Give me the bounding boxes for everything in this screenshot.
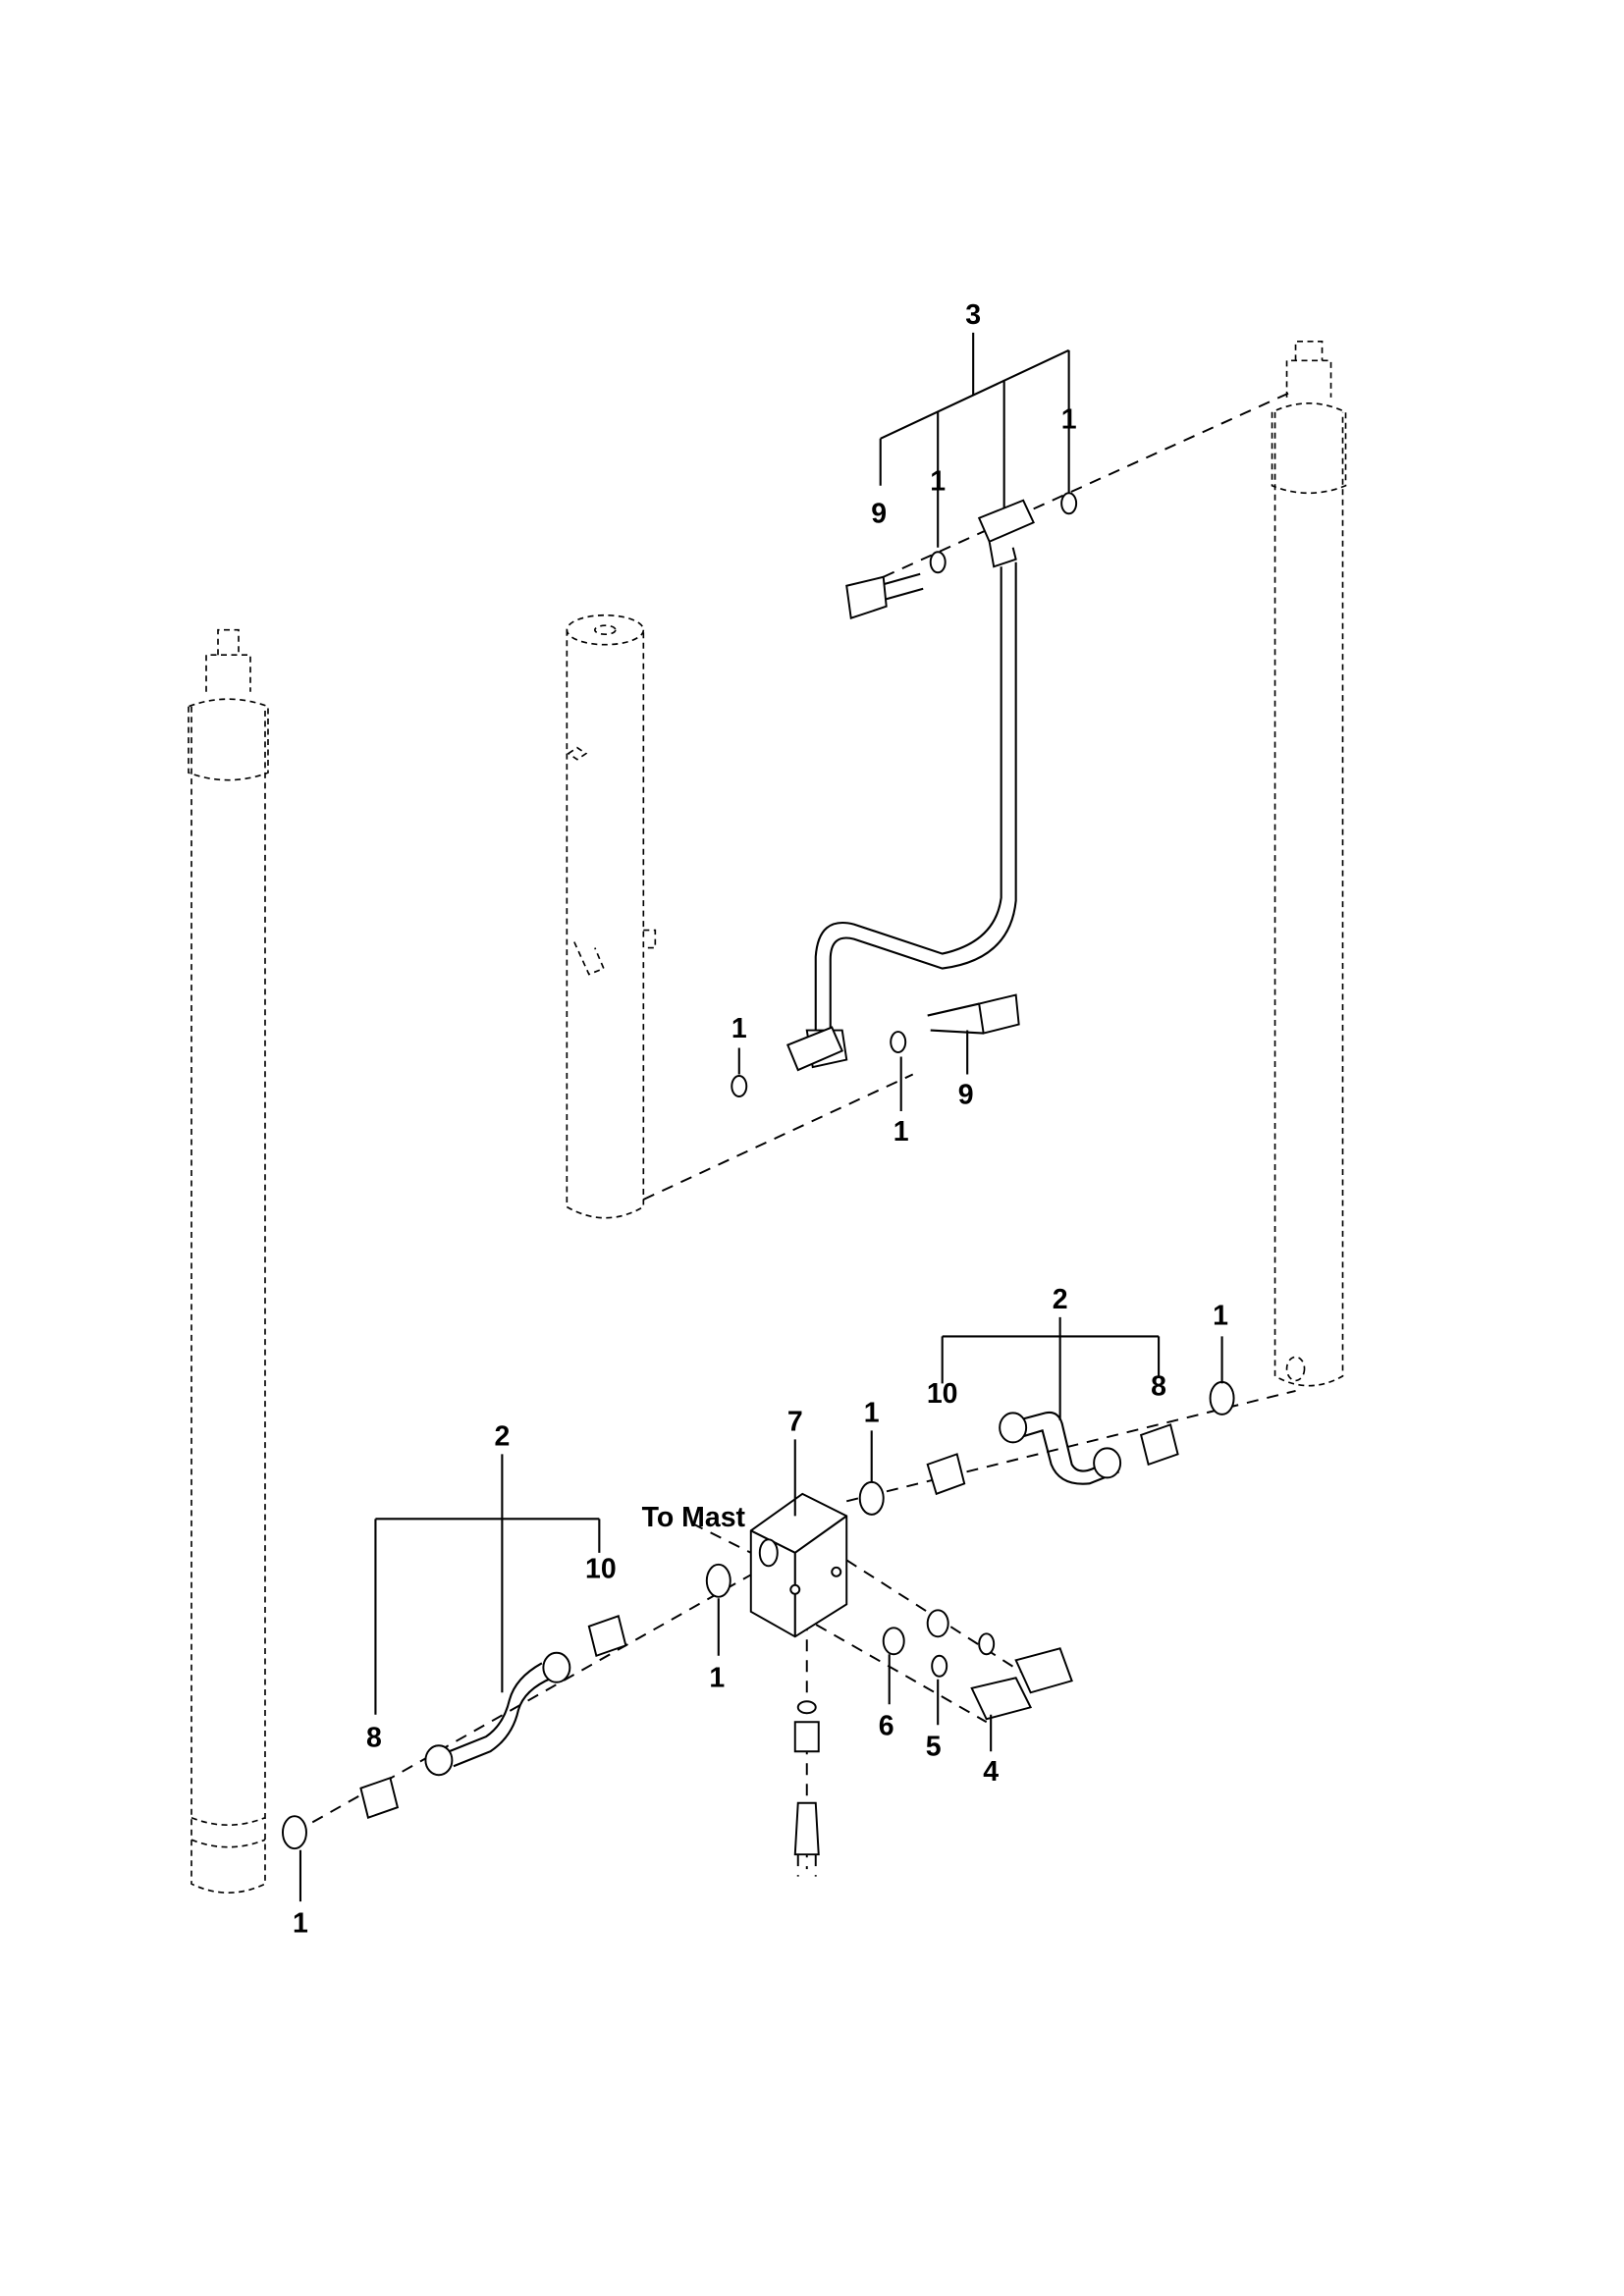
callout-5: 5 <box>926 1732 942 1763</box>
callout-9: 9 <box>871 498 887 529</box>
callout-2: 2 <box>494 1420 510 1452</box>
left-lift-cylinder <box>188 628 269 1894</box>
middle-cylinder <box>566 614 657 1219</box>
callout-8: 8 <box>366 1723 382 1754</box>
callout-8: 8 <box>1151 1370 1166 1402</box>
right-cylinder <box>1271 341 1347 1387</box>
callout-1: 1 <box>1061 403 1077 435</box>
callout-10: 10 <box>585 1553 617 1584</box>
callout-7: 7 <box>787 1406 803 1437</box>
to-mast-label: To Mast <box>642 1502 746 1533</box>
callout-9: 9 <box>958 1080 974 1111</box>
callout-2: 2 <box>1053 1284 1068 1315</box>
leader-lines <box>298 332 1223 1902</box>
callout-1: 1 <box>930 465 946 497</box>
callout-1: 1 <box>864 1397 880 1428</box>
callout-1: 1 <box>1213 1300 1228 1331</box>
upper-tube-assembly <box>642 389 1296 1201</box>
callout-labels: 3 9 1 1 1 1 9 2 10 8 1 7 1 To Mast 2 10 … <box>293 299 1228 1940</box>
callout-1: 1 <box>709 1662 725 1693</box>
callout-1: 1 <box>893 1116 909 1148</box>
callout-1: 1 <box>731 1013 747 1044</box>
callout-3: 3 <box>965 299 981 331</box>
callout-6: 6 <box>879 1711 894 1742</box>
callout-10: 10 <box>927 1378 958 1410</box>
lower-manifold-assembly <box>282 1380 1296 1877</box>
callout-1: 1 <box>293 1908 308 1940</box>
callout-4: 4 <box>983 1756 999 1788</box>
